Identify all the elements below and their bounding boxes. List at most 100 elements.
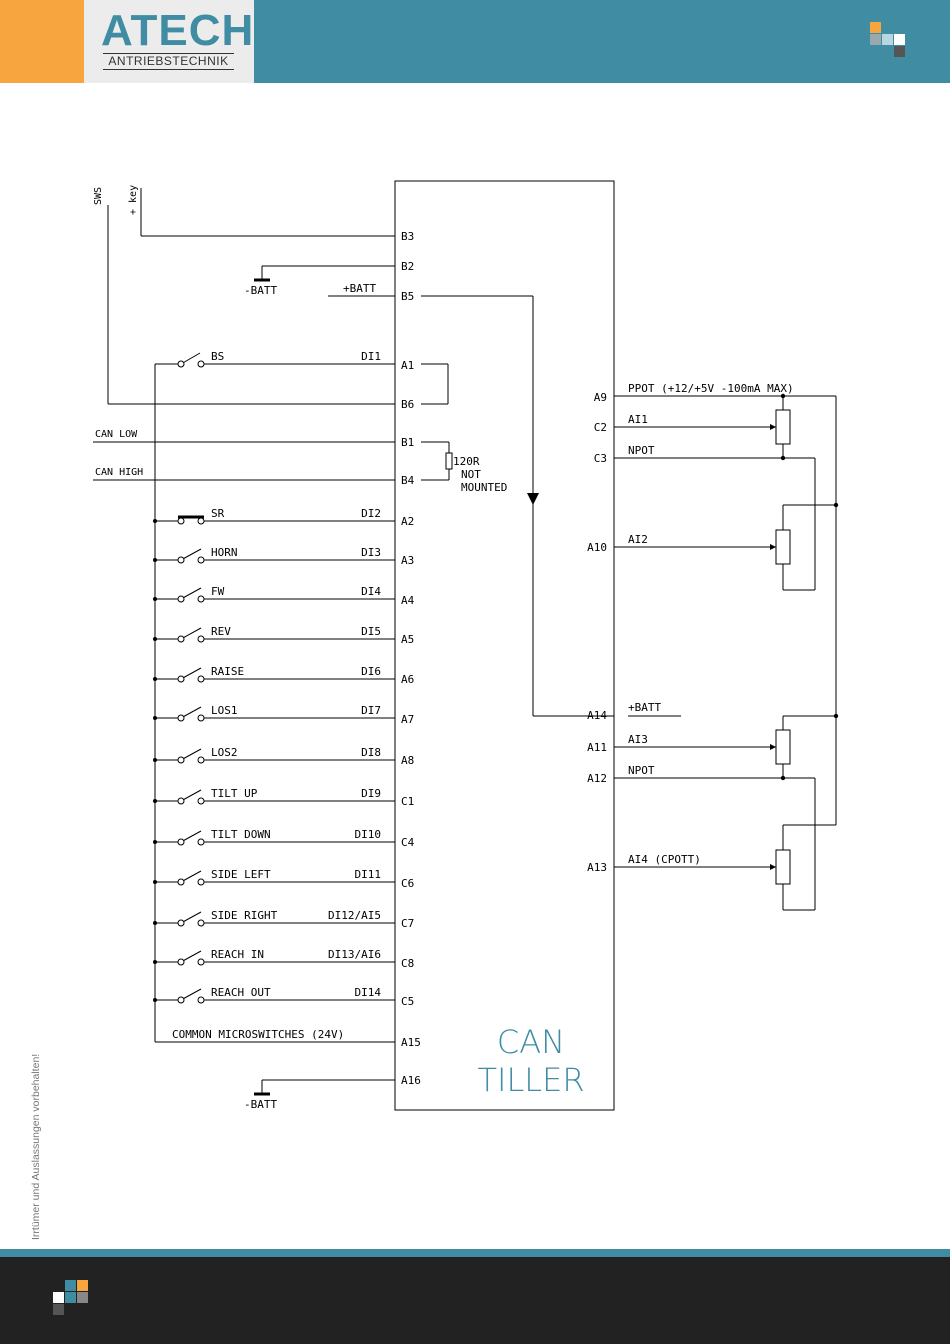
switch-contact [197, 838, 205, 846]
switch-wire [180, 587, 202, 600]
can-low-label: CAN LOW [95, 429, 138, 440]
pin-b2: B2 [401, 260, 414, 273]
module-title-tiller: TILLER [477, 1061, 584, 1099]
ppot-label: PPOT (+12/+5V -100mA MAX) [628, 382, 794, 395]
pin-b3: B3 [401, 230, 414, 243]
switch-label: TILT UP [211, 787, 258, 800]
npot1-label: NPOT [628, 444, 655, 457]
switch-contact [177, 878, 185, 886]
switch-input-label: DI2 [361, 507, 381, 520]
switch-row: BS DI1 [211, 350, 381, 363]
footer-rule [0, 1249, 950, 1257]
switch-label: TILT DOWN [211, 828, 271, 841]
plus-batt-left-label: +BATT [343, 282, 376, 295]
header-accent-block [0, 0, 84, 83]
pin-a2: A2 [401, 515, 414, 528]
switch-label: LOS2 [211, 746, 238, 759]
pin-b6: B6 [401, 398, 414, 411]
pin-c1: C1 [401, 795, 414, 808]
switch-wire [180, 950, 202, 963]
switch-input-label: DI8 [361, 746, 381, 759]
pin-c2: C2 [594, 421, 607, 434]
can-high-label: CAN HIGH [95, 467, 143, 478]
switch-contact [177, 919, 185, 927]
minus-batt-bottom-label: -BATT [244, 1098, 277, 1111]
plus-batt-right-label: +BATT [628, 701, 661, 714]
can-tiller-module [394, 180, 615, 1111]
pin-b4: B4 [401, 474, 415, 487]
pin-a4: A4 [401, 594, 415, 607]
resistor-label-3: MOUNTED [461, 481, 507, 494]
switch-contact [197, 675, 205, 683]
switch-input-label: DI13/AI6 [328, 948, 381, 961]
sws-label: SWS [93, 187, 104, 205]
switch-contact [197, 878, 205, 886]
pin-a11: A11 [587, 741, 607, 754]
switch-wire [180, 627, 202, 640]
pin-c8: C8 [401, 957, 414, 970]
plus-key-label: + key [128, 185, 139, 215]
switch-contact [197, 595, 205, 603]
switch-label: HORN [211, 546, 238, 559]
switch-label: REV [211, 625, 231, 638]
switch-input-label: DI9 [361, 787, 381, 800]
footer-squares-icon [53, 1280, 88, 1315]
switch-label: SIDE LEFT [211, 868, 271, 881]
pin-a9: A9 [594, 391, 607, 404]
switch-contact [177, 838, 185, 846]
common-microswitches-label: COMMON MICROSWITCHES (24V) [172, 1028, 344, 1041]
switch-label: LOS1 [211, 704, 238, 717]
module-title-can: CAN [497, 1023, 565, 1061]
switch-wire [180, 667, 202, 680]
npot2-label: NPOT [628, 764, 655, 777]
pin-c4: C4 [401, 836, 415, 849]
switch-wire [180, 911, 202, 924]
switch-contact [197, 797, 205, 805]
switch-row: SIDE RIGHT DI12/AI5 [155, 909, 395, 927]
switch-wire [180, 748, 202, 761]
switch-contact [197, 635, 205, 643]
ai1-label: AI1 [628, 413, 648, 426]
switch-input-label: DI5 [361, 625, 381, 638]
switch-input-label: DI1 [361, 350, 381, 363]
switch-contact [177, 797, 185, 805]
minus-batt-top-label: -BATT [244, 284, 277, 297]
switch-input-label: DI12/AI5 [328, 909, 381, 922]
switch-wire [180, 706, 202, 719]
pin-a3: A3 [401, 554, 414, 567]
switch-input-label: DI6 [361, 665, 381, 678]
switch-wire [180, 870, 202, 883]
pin-a5: A5 [401, 633, 414, 646]
switch-contact [197, 556, 205, 564]
pin-b5: B5 [401, 290, 414, 303]
pin-a12: A12 [587, 772, 607, 785]
switch-label: SR [211, 507, 225, 520]
pin-a14: A14 [587, 709, 607, 722]
switch-row: REACH OUT DI14 [155, 986, 395, 1004]
switch-wire [180, 789, 202, 802]
switch-input-label: DI14 [355, 986, 382, 999]
ai3-label: AI3 [628, 733, 648, 746]
pin-c6: C6 [401, 877, 414, 890]
pin-a13: A13 [587, 861, 607, 874]
pin-a7: A7 [401, 713, 414, 726]
switch-contact [177, 595, 185, 603]
switch-input-label: DI4 [361, 585, 381, 598]
switch-label: SIDE RIGHT [211, 909, 278, 922]
switch-contact [177, 958, 185, 966]
switch-label: REACH OUT [211, 986, 271, 999]
switch-contact [177, 756, 185, 764]
pin-b1: B1 [401, 436, 414, 449]
pin-a15: A15 [401, 1036, 421, 1049]
switch-label: BS [211, 350, 224, 363]
logo-subtitle: ANTRIEBSTECHNIK [103, 53, 234, 70]
switch-row: REV DI5 [155, 625, 395, 643]
pin-c3: C3 [594, 452, 607, 465]
resistor-label-1: 120R [453, 455, 480, 468]
